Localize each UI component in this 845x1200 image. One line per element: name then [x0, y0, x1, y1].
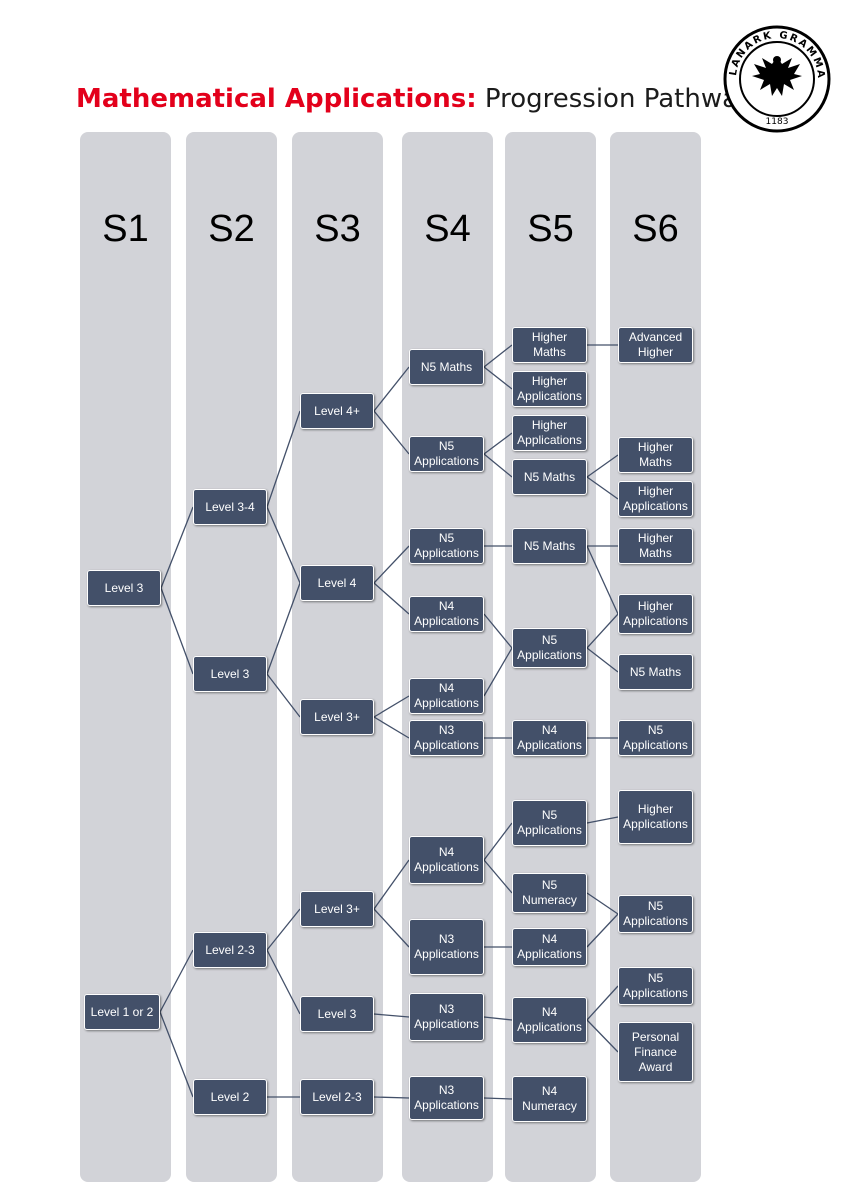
pathway-link: [373, 908, 410, 948]
pathway-node-s5-ha2: Higher Applications: [512, 415, 587, 451]
pathway-link: [160, 506, 194, 589]
pathway-link: [159, 949, 194, 1013]
pathway-link: [373, 859, 410, 910]
pathway-node-s2-l3: Level 3: [193, 656, 267, 692]
pathway-link: [266, 506, 301, 584]
school-crest-logo: LANARK GRAMMAR SCHOOL 1183: [722, 24, 831, 133]
pathway-node-s5-n4a1: N4 Applications: [512, 720, 587, 756]
page-title: Mathematical Applications: Progression P…: [76, 84, 767, 114]
pathway-node-s5-n5a1: N5 Applications: [512, 628, 587, 668]
pathway-node-s4-n3a3: N3 Applications: [409, 993, 484, 1041]
pathway-node-s6-n5a3: N5 Applications: [618, 967, 693, 1005]
pathway-node-s2-l34: Level 3-4: [193, 489, 267, 525]
pathway-node-s4-n5m: N5 Maths: [409, 349, 484, 385]
pathway-node-s5-n5a2: N5 Applications: [512, 800, 587, 846]
pathway-node-s5-n4a3: N4 Applications: [512, 997, 587, 1043]
pathway-node-s5-n5m2: N5 Maths: [512, 528, 587, 564]
pathway-link: [266, 673, 301, 718]
pathway-link: [373, 545, 410, 584]
page-title-accent: Mathematical Applications:: [76, 84, 477, 114]
pathway-node-s3-l3: Level 3: [300, 996, 374, 1032]
pathway-node-s2-l2: Level 2: [193, 1079, 267, 1115]
pathway-link: [586, 1019, 619, 1053]
pathway-node-s6-ha1: Higher Applications: [618, 481, 693, 517]
svg-text:1183: 1183: [766, 117, 789, 127]
pathway-link: [483, 647, 513, 697]
pathway-link: [483, 1016, 513, 1021]
pathway-node-s4-n5a1: N5 Applications: [409, 436, 484, 472]
pathway-node-s6-ah: Advanced Higher: [618, 327, 693, 363]
pathway-link: [586, 454, 619, 478]
pathway-link: [483, 822, 513, 861]
pathway-link: [586, 985, 619, 1021]
pathway-node-s6-pfa: Personal Finance Award: [618, 1022, 693, 1082]
pathway-node-s6-n5a2: N5 Applications: [618, 895, 693, 933]
pathway-node-s5-ha1: Higher Applications: [512, 371, 587, 407]
eagle-icon: [752, 56, 802, 96]
pathway-link: [373, 716, 410, 739]
pathway-node-s4-n4a3: N4 Applications: [409, 836, 484, 884]
pathway-link: [373, 1013, 410, 1018]
pathway-link: [159, 1011, 194, 1098]
pathway-node-s2-l23: Level 2-3: [193, 932, 267, 968]
pathway-node-s3-l23: Level 2-3: [300, 1079, 374, 1115]
pathway-node-s4-n4a2: N4 Applications: [409, 678, 484, 714]
pathway-link: [483, 1097, 513, 1100]
pathway-link: [483, 453, 513, 478]
pathway-link: [586, 476, 619, 500]
pathway-link: [373, 410, 410, 455]
pathway-link: [160, 587, 194, 675]
pathway-link: [483, 366, 513, 390]
pathway-node-s3-l4: Level 4: [300, 565, 374, 601]
year-column-label: S5: [527, 208, 574, 250]
pathway-node-s4-n5a2: N5 Applications: [409, 528, 484, 564]
pathway-node-s6-hm2: Higher Maths: [618, 528, 693, 564]
pathway-link: [586, 913, 619, 948]
pathway-link: [586, 647, 619, 673]
pathway-node-s6-n5a1: N5 Applications: [618, 720, 693, 756]
pathway-node-s6-n5m: N5 Maths: [618, 654, 693, 690]
pathway-node-s6-ha3: Higher Applications: [618, 790, 693, 844]
pathway-node-s1-l12: Level 1 or 2: [84, 994, 160, 1030]
year-column-label: S2: [208, 208, 255, 250]
pathway-node-s4-n3a2: N3 Applications: [409, 919, 484, 975]
pathway-link: [373, 582, 410, 615]
pathway-node-s5-n5num: N5 Numeracy: [512, 873, 587, 913]
pathway-node-s5-n4num: N4 Numeracy: [512, 1076, 587, 1122]
pathway-node-s1-l3: Level 3: [87, 570, 161, 606]
year-column-label: S3: [314, 208, 361, 250]
pathway-link: [483, 859, 513, 894]
pathway-node-s4-n4a1: N4 Applications: [409, 596, 484, 632]
pathway-link: [373, 1096, 410, 1099]
pathway-link: [483, 432, 513, 455]
pathway-link: [266, 949, 301, 1015]
pathway-node-s6-ha2: Higher Applications: [618, 594, 693, 634]
year-column-label: S6: [632, 208, 679, 250]
pathway-link: [373, 366, 410, 412]
pathway-link: [586, 816, 619, 824]
pathway-node-s6-hm1: Higher Maths: [618, 437, 693, 473]
year-column-label: S4: [424, 208, 471, 250]
pathway-link: [586, 613, 619, 649]
pathway-link: [266, 582, 301, 675]
pathway-node-s5-n5m1: N5 Maths: [512, 459, 587, 495]
pathway-link: [266, 908, 301, 951]
pathway-link: [483, 613, 513, 649]
pathway-link: [586, 545, 619, 615]
pathway-node-s3-l3p: Level 3+: [300, 699, 374, 735]
pathway-link: [483, 344, 513, 368]
pathway-link: [586, 892, 619, 915]
pathway-link: [266, 410, 301, 508]
pathway-node-s5-hm: Higher Maths: [512, 327, 587, 363]
year-column-label: S1: [102, 208, 149, 250]
pathway-node-s3-l3p-b: Level 3+: [300, 891, 374, 927]
pathway-node-s4-n3a1: N3 Applications: [409, 720, 484, 756]
page-title-rest: Progression Pathways: [476, 84, 767, 114]
pathway-node-s4-n3a4: N3 Applications: [409, 1076, 484, 1120]
pathway-node-s3-l4p: Level 4+: [300, 393, 374, 429]
pathway-link: [373, 695, 410, 718]
pathway-node-s5-n4a2: N4 Applications: [512, 928, 587, 966]
